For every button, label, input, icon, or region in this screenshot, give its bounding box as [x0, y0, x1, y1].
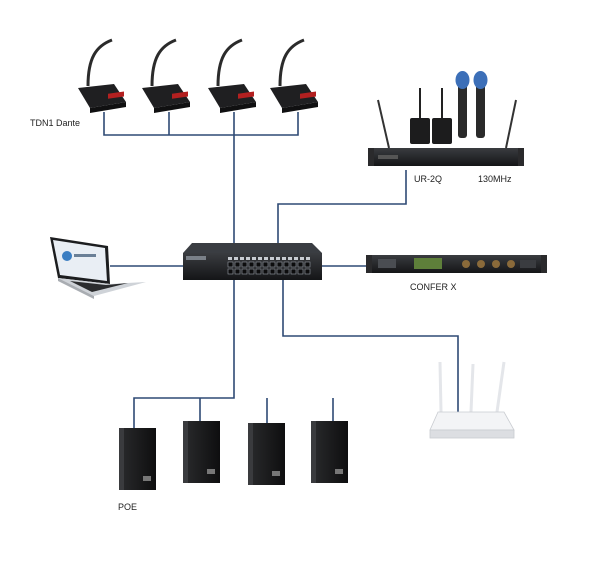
receiver-link-line: [277, 170, 407, 243]
speaker-bus-line: [133, 280, 334, 428]
gooseneck-microphone-icon: [78, 38, 126, 113]
network-switch-icon: [183, 243, 322, 280]
mic-group-label: TDN1 Dante: [30, 118, 81, 128]
speaker-icon: [119, 428, 156, 490]
speakers-label: POE: [118, 502, 138, 512]
gooseneck-microphone-icon: [142, 38, 190, 113]
wifi-router-icon: [429, 361, 515, 439]
processor-label: CONFER X: [410, 282, 457, 292]
speaker-icon: [183, 421, 220, 483]
receiver-frequency-label: 130MHz: [478, 174, 512, 184]
mic-bus-line: [103, 112, 299, 243]
audio-processor-icon: [366, 255, 547, 273]
router-link-line: [282, 280, 459, 412]
receiver-model-label: UR-2Q: [414, 174, 443, 184]
wireless-receiver-icon: [368, 71, 524, 166]
speaker-icon: [311, 421, 348, 483]
gooseneck-microphone-icon: [270, 38, 318, 113]
gooseneck-microphone-icon: [208, 38, 256, 113]
connection-lines: [103, 112, 459, 428]
laptop-icon: [50, 237, 146, 299]
speaker-icon: [248, 423, 285, 485]
